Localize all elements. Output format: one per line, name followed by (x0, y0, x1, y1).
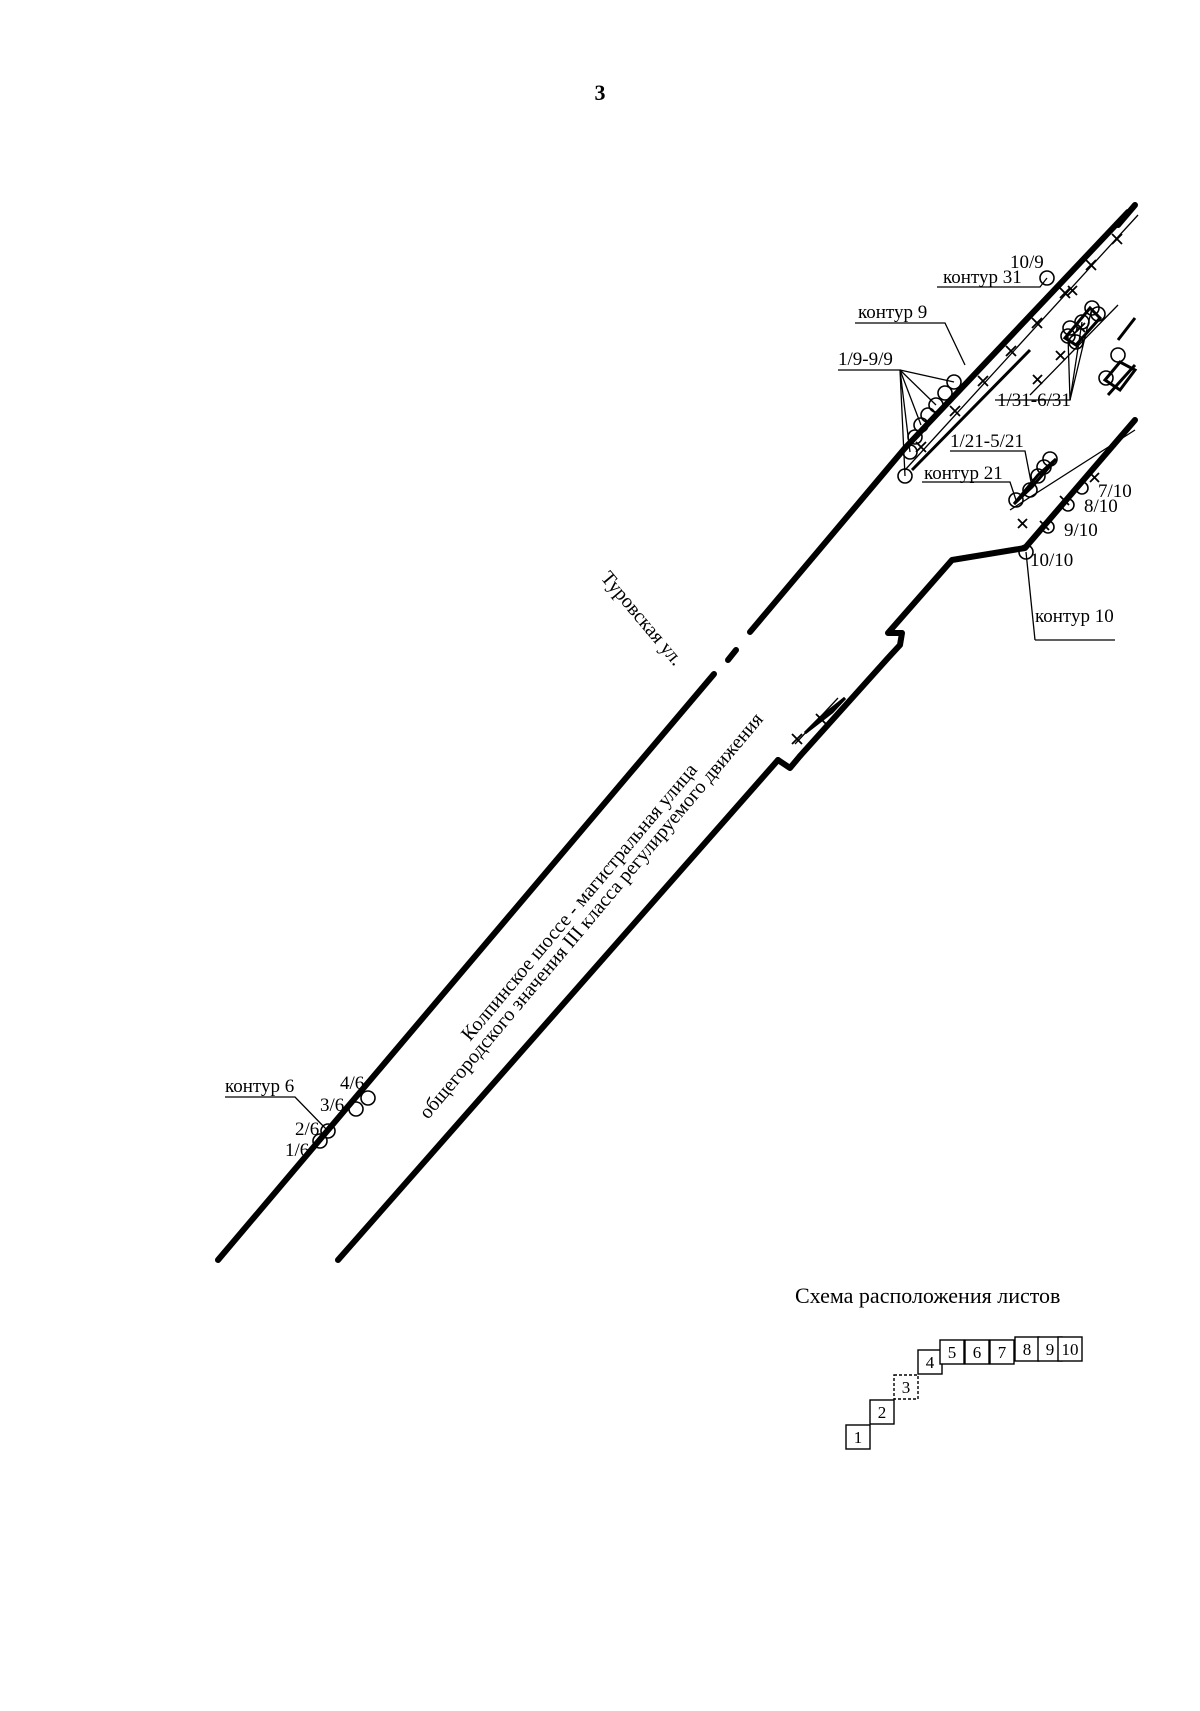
sheet-box-3: 3 (893, 1374, 919, 1400)
label-range-1-9-9-9: 1/9-9/9 (838, 349, 893, 370)
contour-31-shape (1060, 300, 1138, 393)
sheet-label: 9 (1046, 1340, 1055, 1359)
sheet-label: 1 (854, 1428, 863, 1447)
sheet-box-6: 6 (964, 1339, 990, 1365)
sheet-box-8: 8 (1014, 1336, 1040, 1362)
label-point-4-6: 4/6 (340, 1073, 364, 1094)
label-contour-31: контур 31 (943, 267, 1022, 288)
sheet-label: 8 (1023, 1340, 1032, 1359)
sheet-box-4: 4 (917, 1349, 943, 1375)
label-contour-9: контур 9 (858, 302, 927, 323)
leader-lines (225, 277, 1115, 1132)
label-range-1-21-5-21: 1/21-5/21 (950, 431, 1024, 452)
page-number: 3 (595, 80, 606, 105)
sheet-box-5: 5 (939, 1339, 965, 1365)
label-contour-10: контур 10 (1035, 606, 1114, 627)
sheet-label: 7 (998, 1343, 1007, 1362)
sheet-box-2: 2 (869, 1399, 895, 1425)
fence-lines (791, 214, 1139, 745)
sheet-box-7: 7 (989, 1339, 1015, 1365)
label-contour-6: контур 6 (225, 1076, 294, 1097)
contour-9-points (897, 270, 1055, 484)
sheet-box-10: 10 (1057, 1336, 1083, 1362)
label-point-10-9: 10/9 (1010, 252, 1044, 273)
label-point-1-6: 1/6 (285, 1140, 309, 1161)
label-point-10-10: 10/10 (1030, 550, 1073, 571)
label-point-3-6: 3/6 (320, 1095, 344, 1116)
label-range-1-31-6-31: 1/31-6/31 (997, 390, 1071, 411)
label-point-7-10: 7/10 (1098, 481, 1132, 502)
contour-10-points (1018, 481, 1089, 560)
sheet-label: 6 (973, 1343, 982, 1362)
label-point-2-6: 2/6 (295, 1119, 319, 1140)
label-contour-21: контур 21 (924, 463, 1003, 484)
label-point-8-10: 8/10 (1084, 496, 1118, 517)
sheet-scheme-title: Схема расположения листов (795, 1283, 1060, 1308)
sheet-label: 5 (948, 1343, 957, 1362)
map-labels: 10/9 контур 31 контур 9 1/9-9/9 1/31-6/3… (225, 252, 1132, 1161)
sheet-label: 2 (878, 1403, 887, 1422)
contour-6-points (312, 1090, 376, 1149)
sheet-label: 10 (1062, 1340, 1079, 1359)
gate-structure (791, 696, 847, 745)
street-kolpino-line2: общегородского значения III класса регул… (415, 709, 768, 1124)
sheet-label: 3 (902, 1378, 911, 1397)
street-turovskaya: Туровская ул. (596, 567, 687, 670)
sheet-box-1: 1 (845, 1424, 871, 1450)
street-kolpino-line1: Колпинское шоссе - магистральная улица (457, 759, 702, 1045)
label-point-9-10: 9/10 (1064, 520, 1098, 541)
sheet-label: 4 (926, 1353, 935, 1372)
contour-21-shape (1008, 451, 1058, 508)
